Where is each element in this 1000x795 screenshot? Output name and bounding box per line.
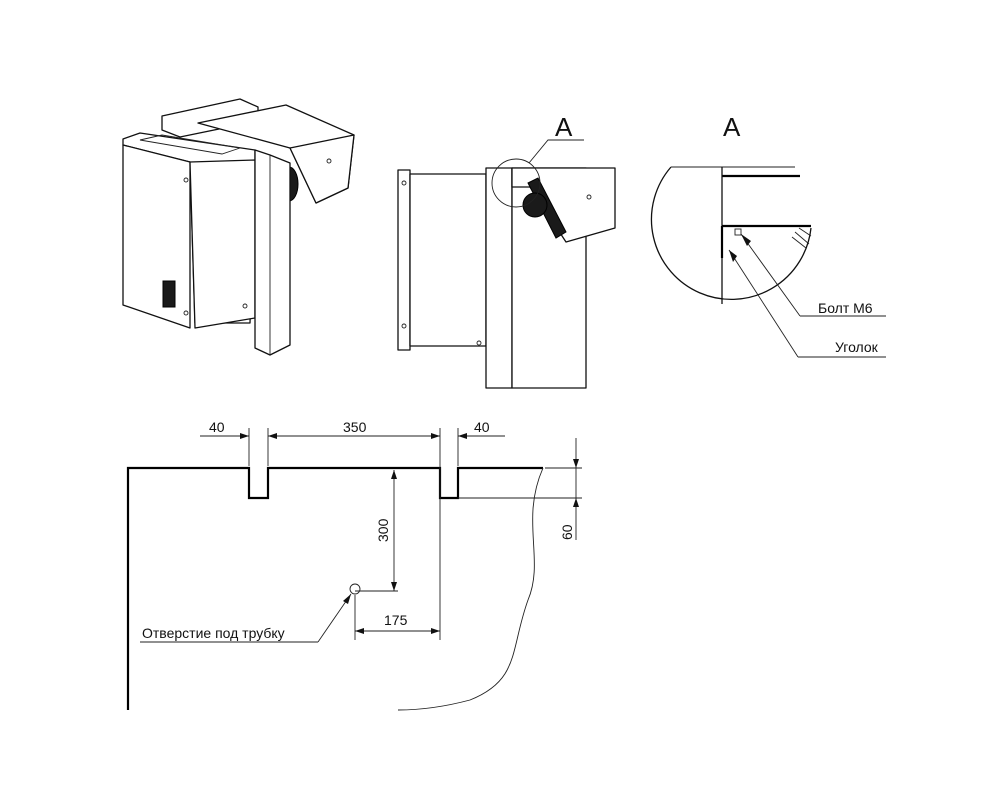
- dim-arrow: [573, 459, 579, 468]
- hole-arrow: [343, 594, 351, 604]
- wall-outline: [126, 466, 543, 710]
- dim-right-cut: 40: [474, 419, 490, 435]
- iso-screw: [183, 177, 189, 183]
- dim-arrow: [268, 433, 277, 439]
- detail-bolt-head: [734, 228, 742, 236]
- dim-arrow: [391, 470, 397, 479]
- pipe-hole: [349, 583, 361, 595]
- dim-arrow: [391, 582, 397, 591]
- section-marker: A: [555, 112, 573, 142]
- dim-arrow: [431, 433, 440, 439]
- detail-a: [650, 166, 886, 358]
- bolt-arrow: [741, 234, 751, 246]
- iso-screw: [326, 158, 332, 164]
- dim-arrow: [431, 628, 440, 634]
- iso-condenser-side: [289, 134, 355, 204]
- iso-screw: [183, 310, 189, 316]
- dim-hole-offset: 175: [384, 612, 408, 628]
- side-body: [409, 173, 487, 347]
- corner-label: Уголок: [835, 339, 879, 355]
- dim-arrow: [240, 433, 249, 439]
- iso-electrical-box: [162, 280, 176, 308]
- iso-screw: [242, 303, 248, 309]
- corner-arrow: [729, 250, 737, 262]
- side-fan-motor: [522, 192, 548, 218]
- side-screw: [476, 340, 482, 346]
- side-screw: [586, 194, 592, 200]
- side-wall-a: [485, 167, 513, 389]
- side-front-panel: [397, 169, 411, 351]
- iso-body-front: [122, 144, 191, 329]
- detail-fan-edge: [791, 227, 812, 249]
- side-screw: [401, 180, 407, 186]
- break-line: [397, 467, 544, 711]
- wall-plan: [126, 428, 582, 711]
- dim-between: 350: [343, 419, 367, 435]
- dim-cut-depth: 60: [559, 524, 575, 540]
- iso-top-opening: [139, 134, 241, 155]
- side-detail-leader: [528, 139, 584, 164]
- corner-leader: [728, 249, 799, 358]
- detail-circle-outline: [650, 166, 812, 301]
- bolt-leader: [740, 233, 801, 317]
- dim-arrow: [573, 498, 579, 507]
- iso-body-side: [189, 159, 256, 329]
- bolt-label: Болт М6: [818, 300, 873, 316]
- side-detail-circle: [491, 158, 541, 208]
- dim-arrow: [355, 628, 364, 634]
- dim-left-cut: 40: [209, 419, 225, 435]
- dim-hole-depth: 300: [375, 518, 391, 542]
- hole-label: Отверстие под трубку: [142, 625, 285, 641]
- iso-panel: [254, 149, 291, 356]
- dim-arrow: [458, 433, 467, 439]
- isometric-view: [122, 98, 355, 356]
- detail-title: A: [723, 112, 741, 142]
- side-screw: [401, 323, 407, 329]
- side-view: [397, 139, 616, 389]
